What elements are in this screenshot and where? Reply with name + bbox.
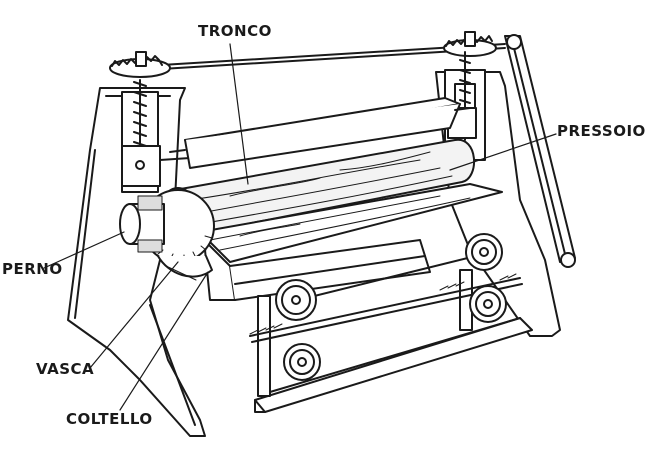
label-vasca: VASCA xyxy=(36,360,95,378)
left-frame xyxy=(67,79,206,437)
knife-table xyxy=(199,235,431,301)
pressure-bar xyxy=(169,97,471,169)
label-pressoio: PRESSOIO xyxy=(557,122,646,140)
label-perno: PERNO xyxy=(2,260,63,278)
top-left-gear xyxy=(109,51,171,78)
label-tronco: TRONCO xyxy=(198,22,272,40)
lower-gears xyxy=(249,233,533,413)
top-right-gear xyxy=(443,31,497,57)
pin-and-disc xyxy=(119,189,215,263)
veneer-sheet xyxy=(199,183,503,263)
leader-lines xyxy=(43,43,557,411)
label-coltello: COLTELLO xyxy=(66,410,153,428)
tank xyxy=(157,255,213,281)
